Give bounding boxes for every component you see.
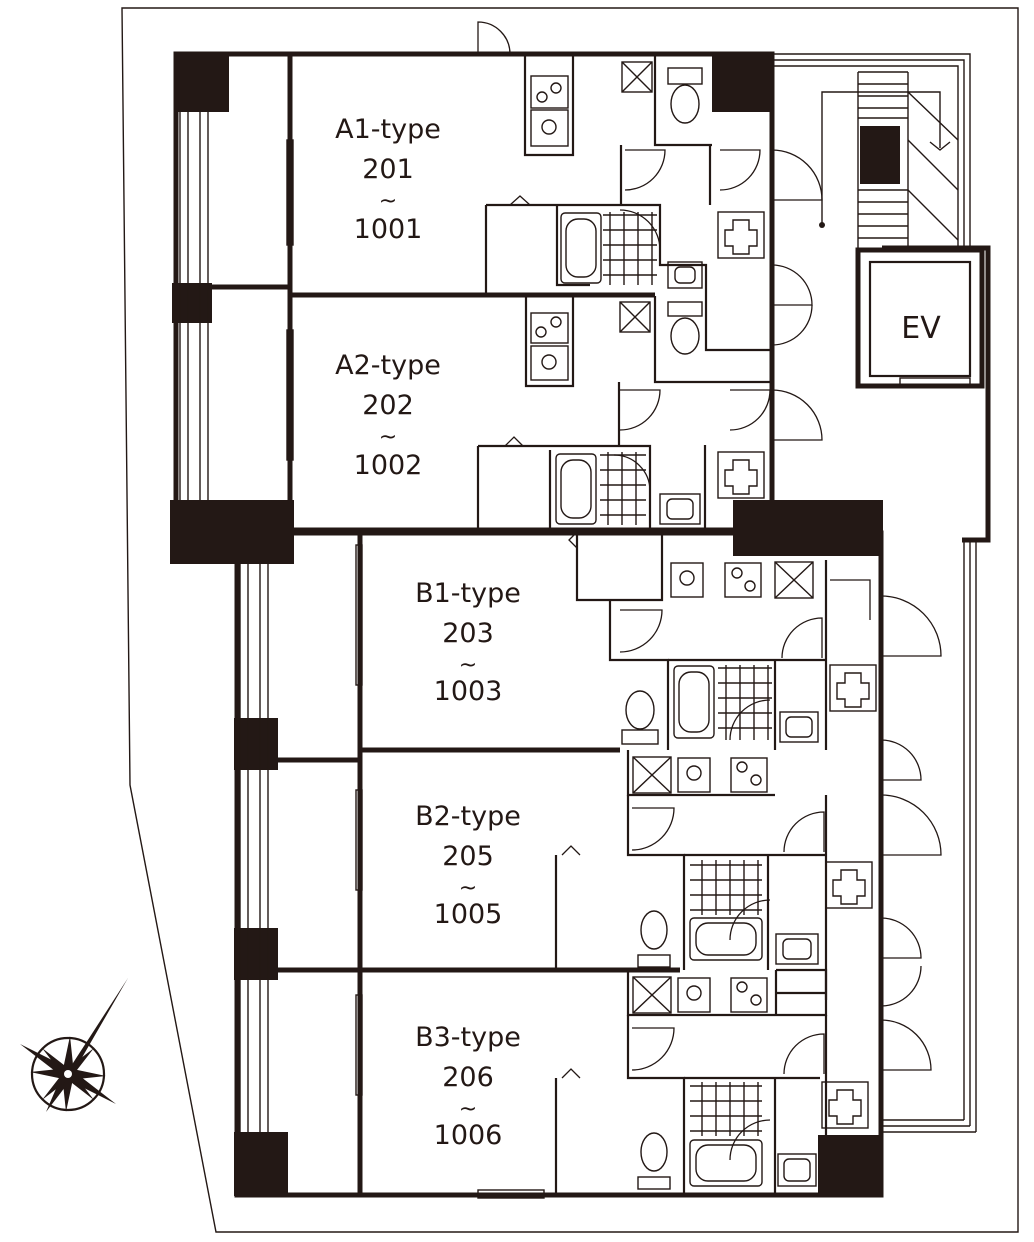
unit-last-room: 1006 [434, 1120, 503, 1151]
unit-first-room: 201 [362, 154, 414, 185]
unit-label-a2: A2-type 202 ~ 1002 [335, 350, 441, 481]
utility-boxes [619, 61, 814, 1014]
unit-type: A2-type [335, 350, 441, 381]
unit-first-room: 202 [362, 390, 414, 421]
interior-partitions [476, 56, 828, 1195]
unit-range-sep: ~ [459, 1097, 477, 1122]
unit-label-b1: B1-type 203 ~ 1003 [415, 578, 521, 707]
unit-last-room: 1002 [354, 450, 423, 481]
kitchen-fixtures [530, 75, 768, 1013]
structural-columns [170, 52, 900, 1196]
unit-range-sep: ~ [379, 189, 397, 214]
site-boundary [121, 7, 1019, 1233]
building-walls [173, 51, 884, 1198]
elevator-shaft [855, 247, 985, 389]
door-swings [477, 21, 942, 1161]
shower-tiles [600, 212, 772, 1136]
unit-label-a1: A1-type 201 ~ 1001 [335, 114, 441, 245]
unit-range-sep: ~ [379, 425, 397, 450]
washstand-fixtures [659, 211, 877, 1187]
unit-first-room: 203 [442, 618, 494, 649]
unit-type: B3-type [415, 1022, 521, 1053]
unit-first-room: 205 [442, 841, 494, 872]
unit-last-room: 1005 [434, 899, 503, 930]
unit-type: B2-type [415, 801, 521, 832]
unit-first-room: 206 [442, 1062, 494, 1093]
compass-rose-icon [20, 978, 128, 1112]
balcony-rails [179, 112, 545, 1199]
toilet-fixtures [621, 67, 703, 1190]
unit-type: A1-type [335, 114, 441, 145]
unit-range-sep: ~ [459, 653, 477, 678]
unit-range-sep: ~ [459, 876, 477, 901]
unit-type: B1-type [415, 578, 521, 609]
bathtubs [555, 212, 763, 1187]
unit-label-b2: B2-type 205 ~ 1005 [415, 801, 521, 930]
unit-label-b3: B3-type 206 ~ 1006 [415, 1022, 521, 1151]
unit-last-room: 1003 [434, 676, 503, 707]
elevator-label: EV [901, 311, 941, 346]
unit-last-room: 1001 [354, 214, 423, 245]
